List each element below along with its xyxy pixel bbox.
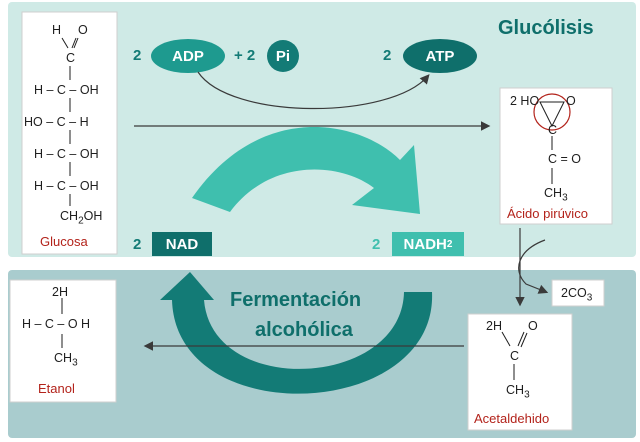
co2-subscript: 3 (586, 292, 593, 304)
co2-text: 2CO (561, 286, 587, 300)
pyruvate-bonds (533, 93, 571, 184)
nadh-pill (392, 232, 464, 256)
atp-label: ATP (425, 47, 455, 65)
fermentation-title-line2: alcohólica (255, 319, 353, 341)
pyruvate-c1: C (548, 123, 558, 137)
acetaldehyde-name: Acetaldehido (474, 411, 550, 426)
acetaldehyde-box (467, 313, 573, 431)
pyruvate-box (499, 87, 613, 225)
fermentation-big-arrow (160, 272, 433, 394)
pyruvate-top-o: O (566, 94, 576, 108)
glucose-top-o: O (78, 23, 88, 37)
pyruvate-bottom-ch: CH (544, 186, 563, 200)
co2-release-curve (518, 239, 549, 294)
nadh-coefficient: 2 (372, 236, 381, 253)
fermentation-title-line1: Fermentación (230, 289, 362, 311)
pyruvate-bottom: CH3 (544, 187, 568, 204)
ethanol-bottom-sub: 3 (72, 357, 78, 369)
pi-label: Pi (275, 47, 291, 65)
glucose-bottom-ch: CH (60, 209, 79, 223)
acetaldehyde-top-h: 2H (486, 319, 502, 333)
nadh-text: NADH (403, 235, 447, 253)
ethanol-box (9, 279, 117, 403)
atp-pill (403, 39, 477, 73)
nad-coefficient: 2 (133, 236, 142, 253)
ethanol-name: Etanol (38, 381, 75, 396)
glycolysis-title: Glucólisis (498, 17, 594, 39)
glucose-row4: H – C – OH (34, 179, 99, 193)
co2-box (551, 279, 605, 307)
glucose-top-h: H (52, 23, 62, 37)
nad-pill (152, 232, 212, 256)
co2-label: 2CO3 (561, 287, 592, 304)
glucose-c1: C (66, 51, 76, 65)
ethanol-top: 2H (52, 285, 68, 299)
pi-pill (267, 40, 299, 72)
pyruvate-bottom-sub: 3 (562, 192, 568, 204)
adp-pill (151, 39, 225, 73)
acetaldehyde-bottom-ch: CH (506, 383, 525, 397)
glucose-row2: HO – C – H (24, 115, 89, 129)
pyruvate-c2: C = O (548, 152, 581, 166)
ethanol-bottom-ch: CH (54, 351, 73, 365)
pyruvate-top: 2 HO (510, 94, 540, 108)
ethanol-mid: H – C – O H (22, 317, 91, 331)
glucose-bottom-oh: OH (83, 209, 103, 223)
glucose-row3: H – C – OH (34, 147, 99, 161)
glucose-bonds (61, 37, 79, 206)
adp-coefficient: 2 (133, 47, 142, 64)
acetaldehyde-c: C (510, 349, 520, 363)
acetaldehyde-top-o: O (528, 319, 538, 333)
adp-label: ADP (172, 47, 204, 65)
nad-label: NAD (165, 235, 199, 253)
acetaldehyde-bottom-sub: 3 (524, 389, 530, 401)
glucose-name: Glucosa (40, 234, 88, 249)
acetaldehyde-bonds (501, 331, 528, 380)
glucose-row1: H – C – OH (34, 83, 99, 97)
atp-coefficient: 2 (383, 47, 392, 64)
ethanol-bottom: CH3 (54, 352, 78, 369)
nadh-subscript: 2 (446, 238, 453, 250)
glucose-bottom-sub: 2 (78, 215, 84, 227)
nad-to-nadh-big-arrow (192, 127, 420, 214)
pi-coefficient: + 2 (234, 47, 256, 64)
glucose-bottom: CH2OH (60, 210, 102, 227)
acetaldehyde-bottom: CH3 (506, 384, 530, 401)
adp-to-atp-arrow (197, 71, 430, 110)
pyruvate-name: Ácido pirúvico (507, 206, 588, 221)
